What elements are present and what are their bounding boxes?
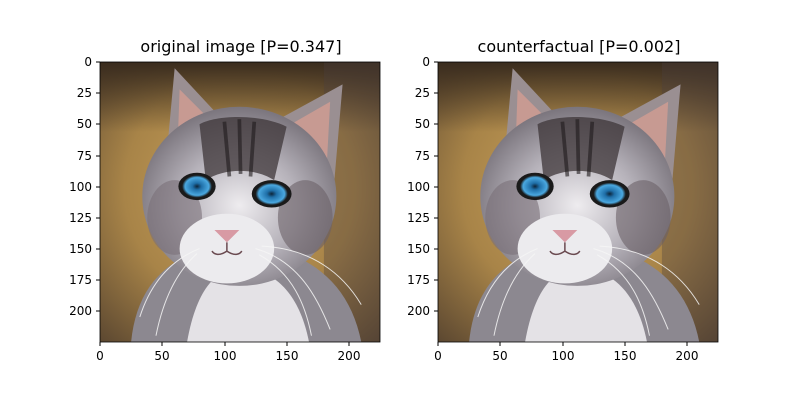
x-tick-label: 100 <box>552 349 575 363</box>
y-tick-label: 100 <box>69 180 92 194</box>
x-tick-label: 100 <box>214 349 237 363</box>
y-axis: 0 25 50 75 100 125 150 175 200 <box>407 55 438 318</box>
y-tick-label: 200 <box>407 304 430 318</box>
x-tick-label: 150 <box>614 349 637 363</box>
x-tick-label: 200 <box>676 349 699 363</box>
y-tick-label: 100 <box>407 180 430 194</box>
y-tick-label: 75 <box>415 149 430 163</box>
x-tick-label: 200 <box>338 349 361 363</box>
y-tick-label: 0 <box>84 55 92 69</box>
cat-photo-counterfactual <box>436 60 720 344</box>
y-tick-label: 175 <box>69 273 92 287</box>
y-axis: 0 25 50 75 100 125 150 175 200 <box>69 55 100 318</box>
y-tick-label: 125 <box>69 211 92 225</box>
axes-frame <box>437 61 719 343</box>
y-tick-label: 200 <box>69 304 92 318</box>
y-tick-label: 150 <box>407 242 430 256</box>
y-tick-label: 50 <box>415 117 430 131</box>
y-tick-label: 75 <box>77 149 92 163</box>
y-tick-label: 50 <box>77 117 92 131</box>
panel-counterfactual: counterfactual [P=0.002] 0 25 50 75 100 … <box>407 37 720 363</box>
x-tick-label: 150 <box>276 349 299 363</box>
y-tick-label: 125 <box>407 211 430 225</box>
y-tick-label: 150 <box>69 242 92 256</box>
x-axis: 0 50 100 150 200 <box>96 342 360 363</box>
y-tick-label: 25 <box>415 86 430 100</box>
cat-photo-original <box>98 60 382 344</box>
panel-title: original image [P=0.347] <box>140 37 341 56</box>
x-axis: 0 50 100 150 200 <box>434 342 698 363</box>
x-tick-label: 0 <box>434 349 442 363</box>
y-tick-label: 25 <box>77 86 92 100</box>
y-tick-label: 0 <box>422 55 430 69</box>
y-tick-label: 175 <box>407 273 430 287</box>
panel-original: original image [P=0.347] 0 25 50 75 100 … <box>69 37 382 363</box>
x-tick-label: 50 <box>154 349 169 363</box>
axes-frame <box>99 61 381 343</box>
panel-title: counterfactual [P=0.002] <box>478 37 681 56</box>
x-tick-label: 50 <box>492 349 507 363</box>
x-tick-label: 0 <box>96 349 104 363</box>
